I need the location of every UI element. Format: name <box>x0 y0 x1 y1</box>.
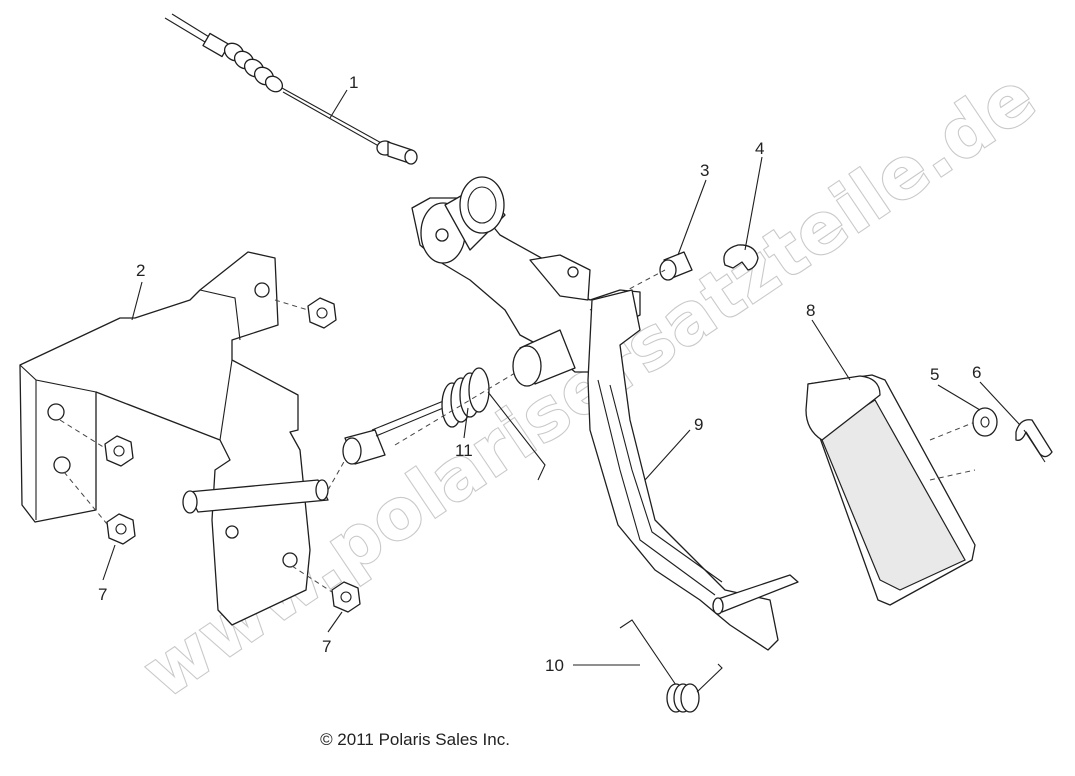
callout-5: 5 <box>930 365 939 384</box>
hex-nut <box>291 565 361 613</box>
hex-nut <box>274 297 337 329</box>
callout-3: 3 <box>700 161 709 180</box>
bushing <box>659 251 693 281</box>
retaining-clip <box>723 244 759 271</box>
washer <box>972 407 998 437</box>
hex-nut <box>59 419 134 467</box>
callout-6: 6 <box>972 363 981 382</box>
bushing <box>327 429 386 491</box>
callout-2: 2 <box>136 261 145 280</box>
torsion-spring <box>371 367 546 481</box>
callout-11: 11 <box>455 441 473 460</box>
cotter-pin <box>1015 419 1053 463</box>
callout-labels: 1 2 3 4 5 6 7 7 8 9 10 11 <box>98 73 981 675</box>
brake-pedal <box>587 289 799 651</box>
callout-10: 10 <box>545 656 564 675</box>
callout-8: 8 <box>806 301 815 320</box>
callout-7-left: 7 <box>98 585 107 604</box>
hex-nut <box>63 471 136 545</box>
copyright-notice: © 2011 Polaris Sales Inc. <box>320 730 510 749</box>
callout-7-right: 7 <box>322 637 331 656</box>
leader-lines <box>102 89 1021 666</box>
callout-9: 9 <box>694 415 703 434</box>
pedal-pad <box>805 374 981 606</box>
return-spring <box>619 619 723 713</box>
mounting-bracket <box>19 251 329 626</box>
throttle-pulley-arm <box>411 176 666 387</box>
callout-4: 4 <box>755 139 764 158</box>
callout-1: 1 <box>349 73 358 92</box>
throttle-cable <box>164 13 418 165</box>
